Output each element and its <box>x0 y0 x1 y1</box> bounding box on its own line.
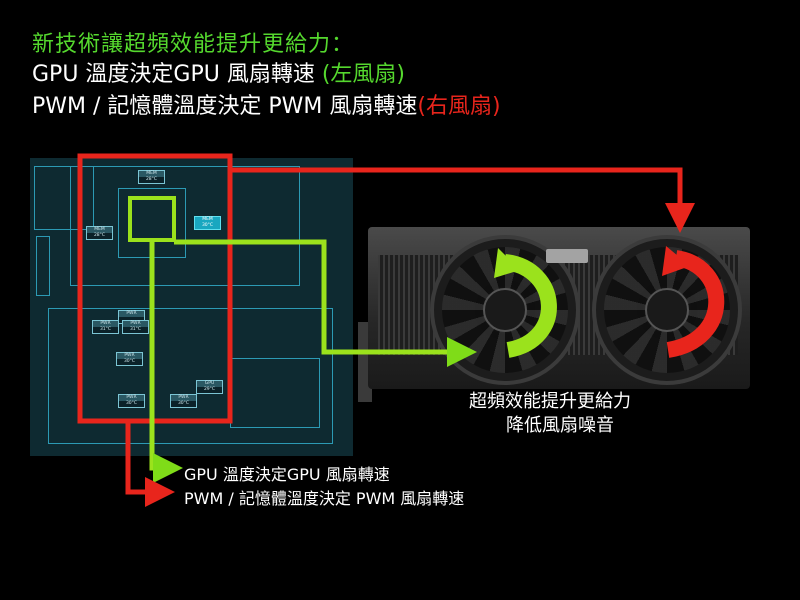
left-fan-rotation-arrowhead <box>494 248 520 278</box>
card-brand-plate <box>546 249 588 263</box>
benefit-caption-line-2: 降低風扇噪音 <box>506 415 614 436</box>
pwm-to-right-fan-arrow <box>230 167 695 233</box>
pcb-trace <box>70 166 300 286</box>
title-line-3-text: PWM / 記憶體溫度決定 PWM 風扇轉速 <box>32 94 418 119</box>
gpu-region-highlight <box>128 196 176 242</box>
title-line-1: 新技術讓超頻效能提升更給力： <box>32 32 355 57</box>
pwm-region-highlight <box>77 153 233 424</box>
right-fan-rotation-arrowhead <box>662 246 690 276</box>
title-line-2-accent: (左風扇) <box>321 62 405 87</box>
benefit-caption-line-1: 超頻效能提升更給力 <box>469 391 631 412</box>
pcb-trace <box>48 308 333 444</box>
right-fan-rotation-arrow <box>666 250 725 358</box>
pwm-legend-label: PWM / 記憶體溫度決定 PWM 風扇轉速 <box>184 489 465 508</box>
title-line-2-text: GPU 溫度決定GPU 風扇轉速 <box>32 62 322 87</box>
title-line-3: PWM / 記憶體溫度決定 PWM 風扇轉速(右風扇) <box>32 88 501 120</box>
gpu-legend-label: GPU 溫度決定GPU 風扇轉速 <box>184 465 390 484</box>
gpu-to-left-fan-arrow <box>174 239 477 367</box>
pcb-trace <box>36 236 50 296</box>
left-fan-rotation-arrow <box>503 254 557 358</box>
pwm-legend-arrow <box>125 421 175 507</box>
pcb-trace <box>34 166 94 230</box>
gpu-legend-arrow <box>149 240 183 483</box>
title-line-3-accent: (右風扇) <box>417 94 501 119</box>
title-line-2: GPU 溫度決定GPU 風扇轉速 (左風扇) <box>32 56 405 88</box>
